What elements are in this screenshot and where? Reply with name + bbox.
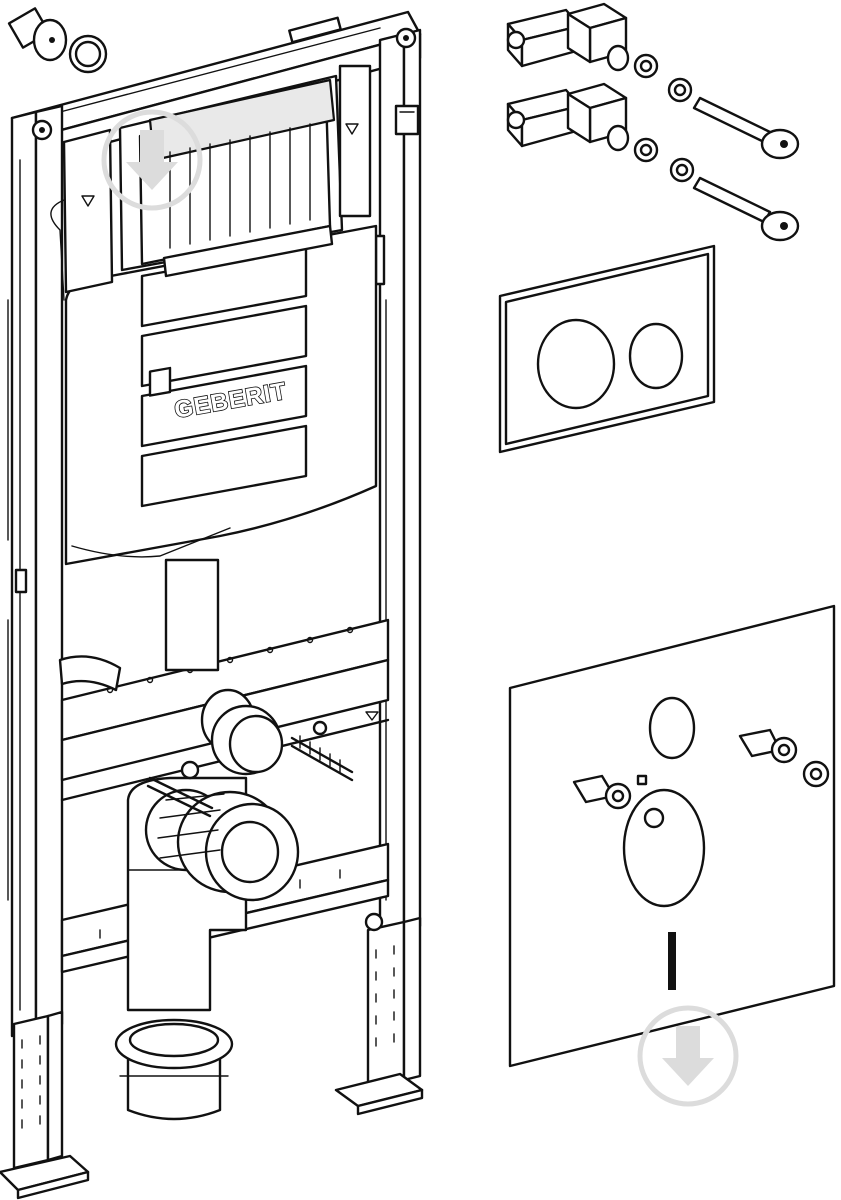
- frame-right-upright: [374, 27, 422, 938]
- pad-fixing-bolt-left: [572, 774, 632, 810]
- pad-fixing-bolt-right: [738, 728, 798, 764]
- frame-left-upright: [7, 104, 64, 1038]
- drain-pipe: [114, 1018, 234, 1121]
- sound-insulation-pad: [508, 604, 836, 1068]
- watermark-bottom: [637, 1005, 739, 1107]
- watermark-top: [101, 109, 203, 211]
- flush-pipe: [126, 558, 248, 1012]
- installation-frame: GEBERIT: [0, 7, 424, 1200]
- frame-right-leg: [334, 912, 424, 1116]
- top-valve-fitting: [7, 7, 108, 74]
- wall-bracket-lower: [506, 82, 630, 152]
- wc-outlet-connector: [144, 760, 300, 902]
- water-inlet-connector: [200, 688, 354, 782]
- frame-left-leg: [0, 1010, 90, 1200]
- dual-flush-plate: [498, 244, 716, 454]
- wall-bracket-set: [506, 2, 800, 242]
- serrated-washers: [633, 53, 695, 183]
- half-flush-button: [628, 322, 684, 390]
- service-opening-cover: [50, 64, 372, 301]
- threaded-bolts: [692, 96, 800, 242]
- full-flush-button: [536, 318, 616, 410]
- concealed-cistern: GEBERIT: [64, 224, 378, 566]
- wall-bracket-upper: [506, 2, 630, 72]
